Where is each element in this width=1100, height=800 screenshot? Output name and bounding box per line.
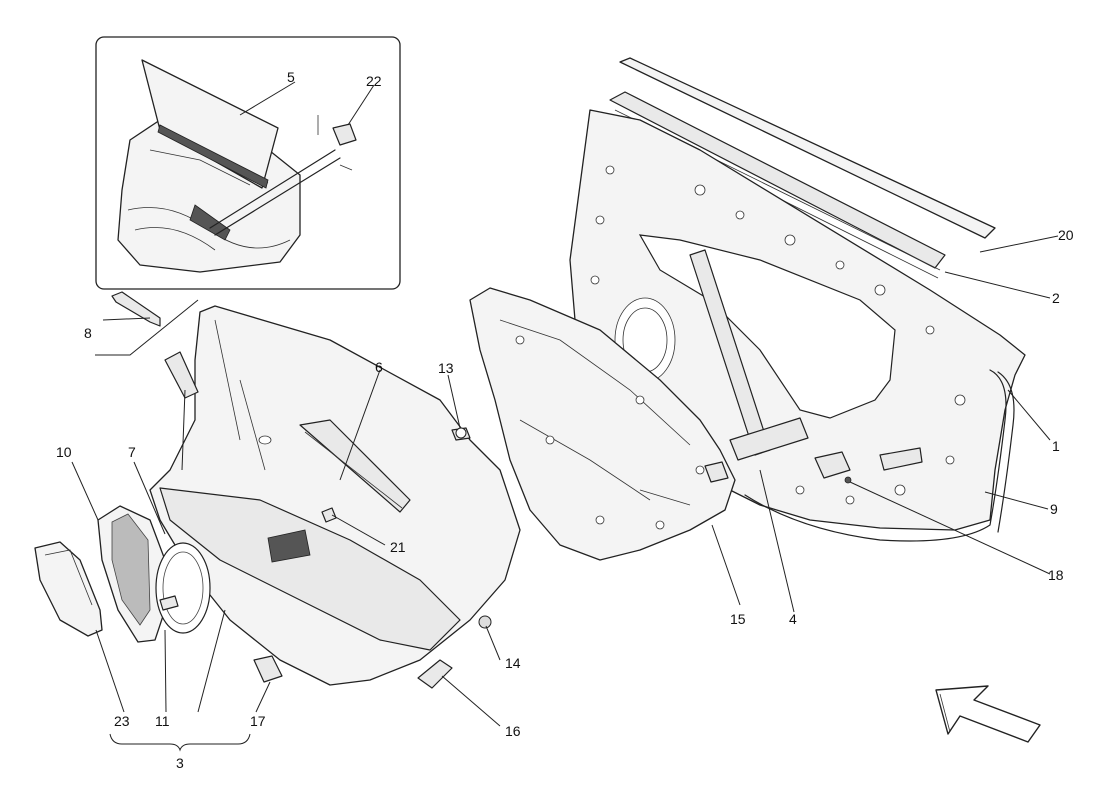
part-16-cover xyxy=(417,659,453,689)
callout-4: 4 xyxy=(789,611,797,627)
part-11-speaker-ring xyxy=(155,542,211,634)
callout-23: 23 xyxy=(114,713,130,729)
callout-8: 8 xyxy=(84,325,92,341)
part-8-bracket xyxy=(111,291,161,327)
callout-14: 14 xyxy=(505,655,521,671)
callout-6: 6 xyxy=(375,359,383,375)
door-trim-panel xyxy=(149,305,521,686)
callout-22: 22 xyxy=(366,73,382,89)
callout-10: 10 xyxy=(56,444,72,460)
callout-18: 18 xyxy=(1048,567,1064,583)
callout-labels: 20 2 1 9 18 4 15 5 22 6 21 13 14 16 17 8… xyxy=(56,69,1074,771)
part-13-clip xyxy=(451,427,471,441)
callout-16: 16 xyxy=(505,723,521,739)
group-3-bracket xyxy=(109,733,251,752)
callout-1: 1 xyxy=(1052,438,1060,454)
door-trim-carrier xyxy=(469,287,736,561)
callout-15: 15 xyxy=(730,611,746,627)
part-14-clip xyxy=(478,615,492,629)
callout-20: 20 xyxy=(1058,227,1074,243)
inset-detail-box xyxy=(95,36,401,290)
callout-3: 3 xyxy=(176,755,184,771)
callout-5: 5 xyxy=(287,69,295,85)
callout-9: 9 xyxy=(1050,501,1058,517)
callout-13: 13 xyxy=(438,360,454,376)
callout-2: 2 xyxy=(1052,290,1060,306)
part-23-grille xyxy=(34,541,103,637)
leader-lines xyxy=(71,81,1059,727)
part-10-speaker-cover xyxy=(97,505,166,643)
callout-21: 21 xyxy=(390,539,406,555)
callout-17: 17 xyxy=(250,713,266,729)
callout-11: 11 xyxy=(155,713,170,729)
callout-7: 7 xyxy=(128,444,136,460)
part-17-cover xyxy=(253,655,283,683)
direction-arrow-icon xyxy=(935,685,1041,743)
part-8-frame xyxy=(164,351,199,399)
